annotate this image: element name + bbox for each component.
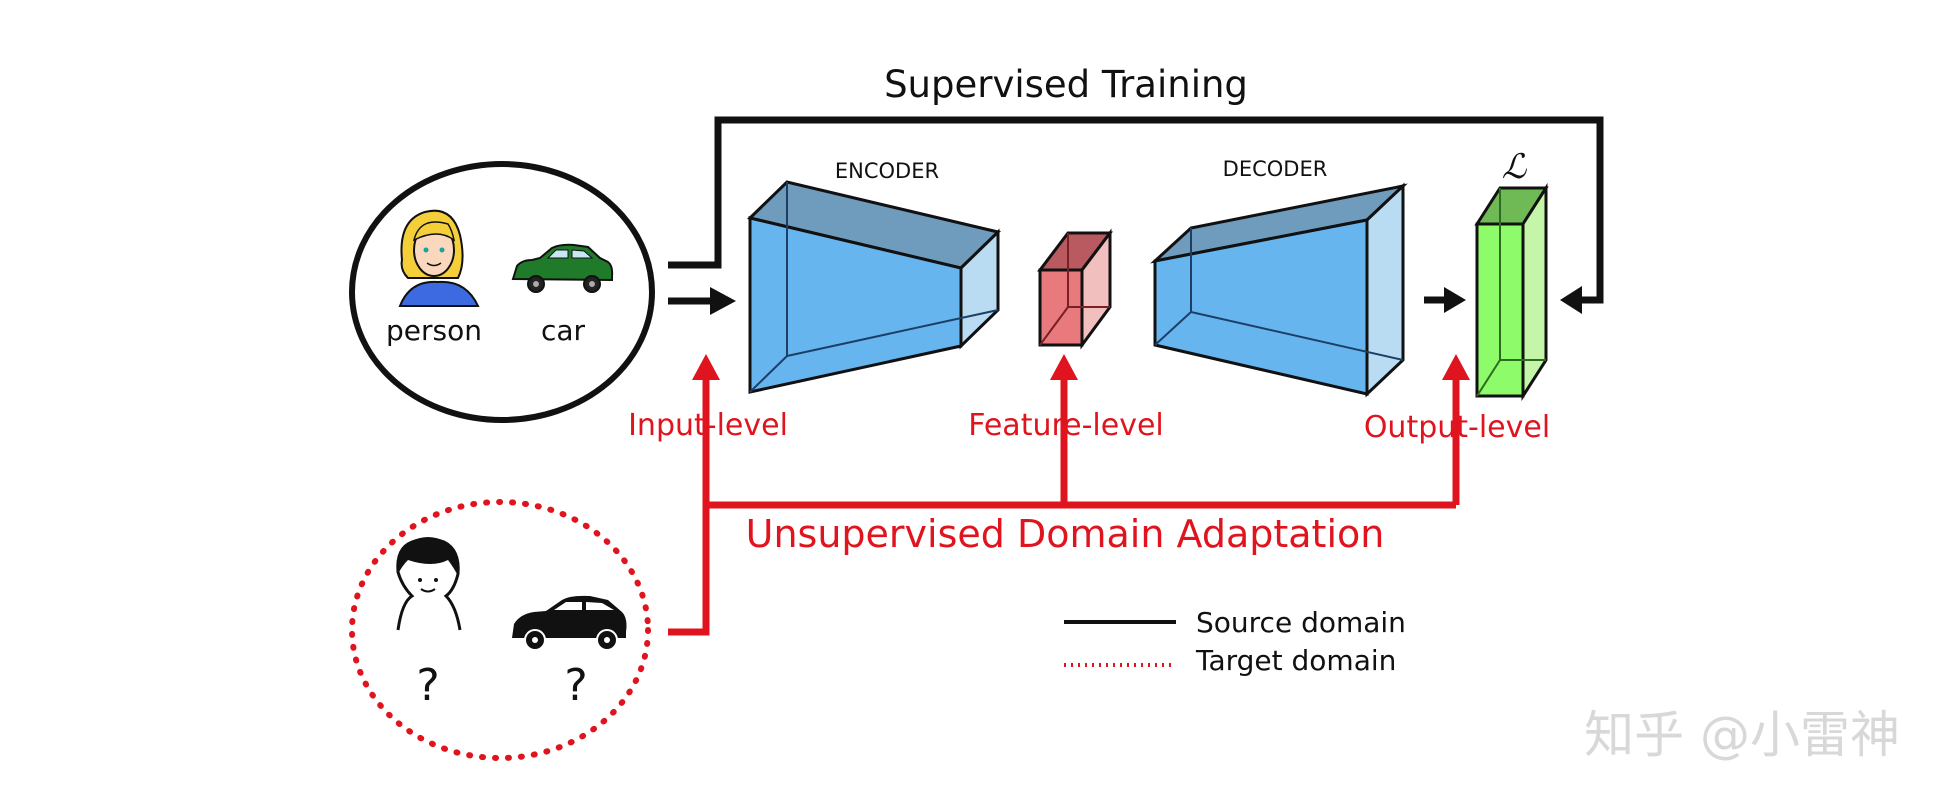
adaptation-paths xyxy=(668,378,1460,636)
output-level-label: Output-level xyxy=(1364,410,1550,445)
person-label: person xyxy=(386,314,482,347)
input-level-label: Input-level xyxy=(628,408,788,443)
legend: Source domain Target domain xyxy=(1064,606,1406,677)
person-icon xyxy=(398,209,480,307)
decoder-label: DECODER xyxy=(1223,157,1328,181)
input-arrow xyxy=(668,287,736,315)
car-silhouette-icon xyxy=(512,595,627,651)
person-unknown-label: ? xyxy=(416,660,439,711)
output-arrow xyxy=(1424,287,1466,313)
source-domain-ellipse xyxy=(349,161,655,423)
car-label: car xyxy=(541,314,586,347)
feature-block xyxy=(1036,228,1114,350)
watermark: 知乎 @小雷神 xyxy=(1584,706,1900,764)
target-domain-group: ? ? xyxy=(349,499,651,761)
encoder-block xyxy=(746,180,1002,394)
legend-source-label: Source domain xyxy=(1196,606,1406,639)
adaptation-arrowheads xyxy=(692,354,1470,380)
loss-symbol: ℒ xyxy=(1502,147,1528,187)
uda-label: Unsupervised Domain Adaptation xyxy=(746,512,1385,556)
loss-block xyxy=(1474,182,1549,402)
encoder-label: ENCODER xyxy=(835,159,939,183)
target-domain-ellipse xyxy=(349,499,651,761)
supervised-training-loop xyxy=(668,116,1604,314)
person-silhouette-icon xyxy=(396,537,462,631)
feature-level-label: Feature-level xyxy=(968,408,1164,443)
car-unknown-label: ? xyxy=(564,660,587,711)
supervised-training-title: Supervised Training xyxy=(884,63,1248,106)
source-domain-group: person car xyxy=(349,161,655,423)
legend-target-label: Target domain xyxy=(1195,644,1396,677)
decoder-block xyxy=(1150,182,1408,398)
car-icon xyxy=(511,243,614,293)
